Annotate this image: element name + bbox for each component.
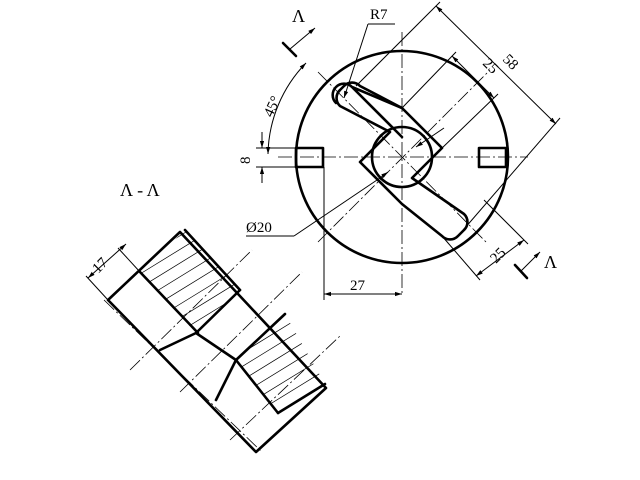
dim-27: 27 [350,278,366,294]
section-centerline [129,249,253,371]
section-title: Λ - Λ [120,180,160,200]
dim-58: 58 [499,52,521,74]
section-mark-top: Λ [281,6,316,58]
centerline-diagonal-b [317,69,491,243]
key-slot-right [477,146,508,169]
dim-d20: Ø20 [246,220,272,236]
dim-r7: R7 [370,7,388,23]
dim-25-upper: 25 [479,56,501,78]
section-view: 17 [85,228,341,454]
centerline-diagonal-a [317,71,487,243]
section-label-top: Λ [292,6,305,26]
dim-8: 8 [238,157,254,165]
slot-outline [335,81,469,241]
section-mark-bottom: Λ [513,251,557,280]
section-label-bottom: Λ [544,252,557,272]
plan-view [278,32,528,296]
key-slot-left [294,146,325,169]
dim-25-lower: 25 [488,245,510,267]
section-body [106,230,328,454]
